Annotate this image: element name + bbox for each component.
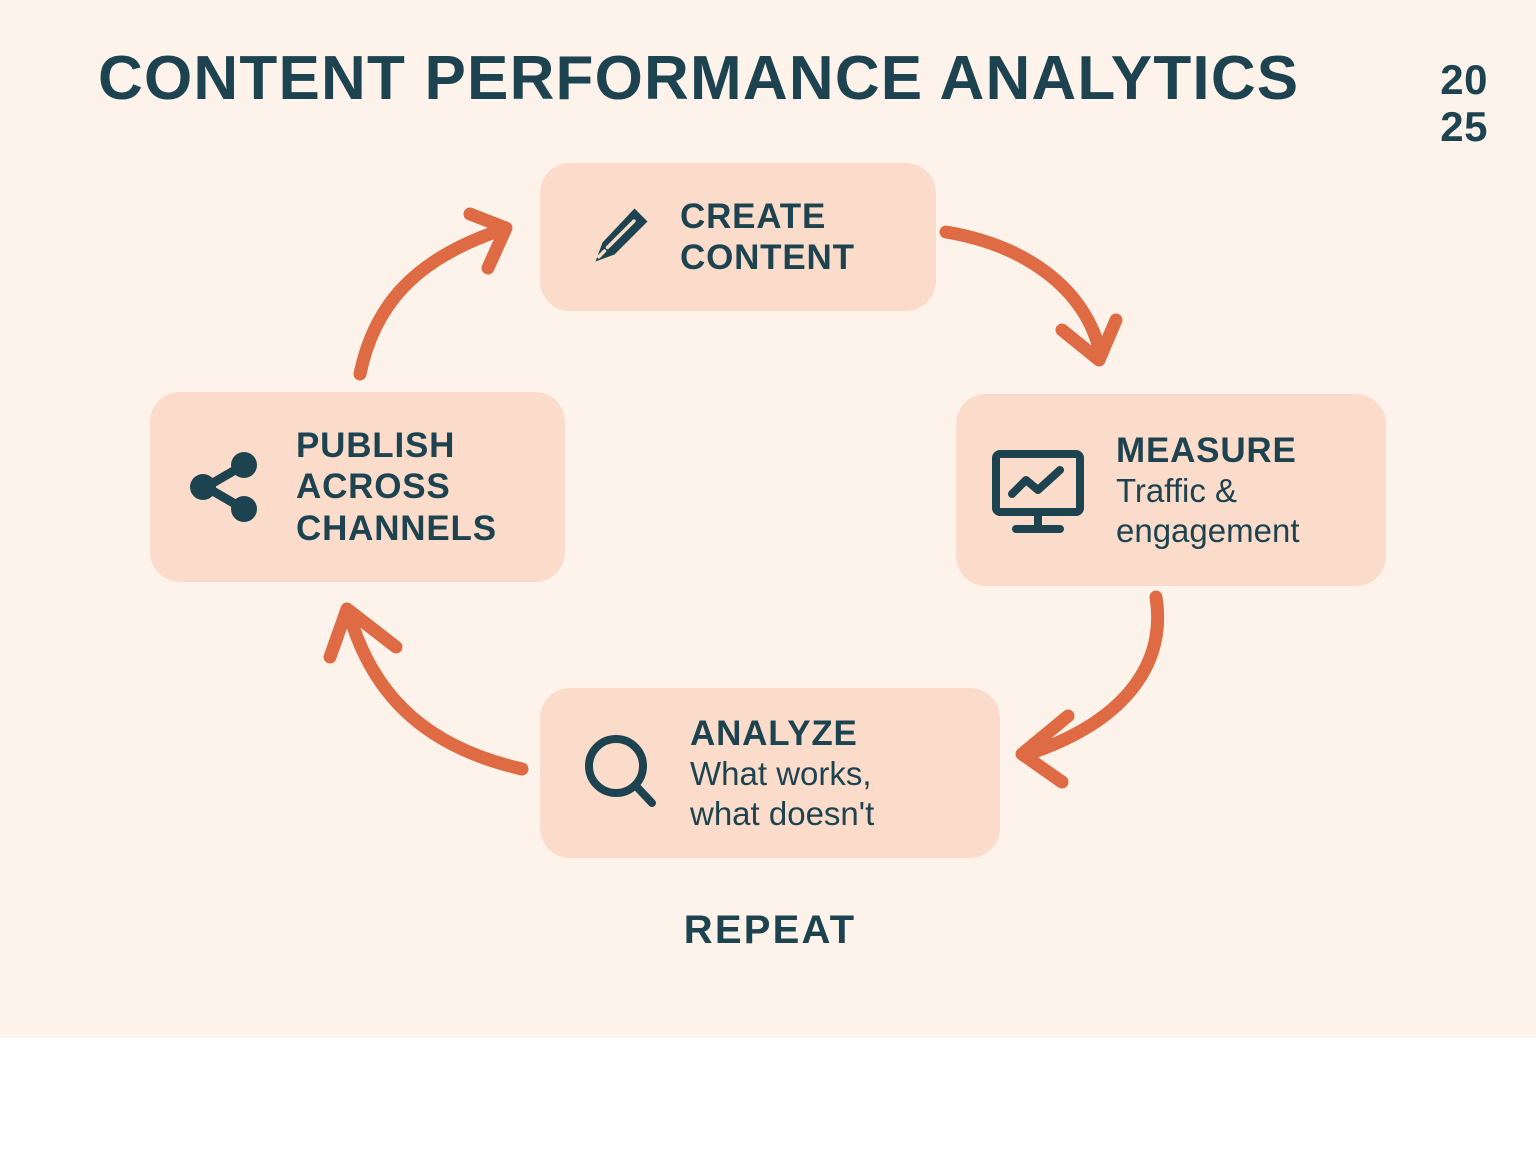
step-card-create[interactable]: CREATE CONTENT (540, 163, 936, 311)
publish-headline-line1: PUBLISH (296, 426, 456, 466)
step-label-analyze: ANALYZE What works, what doesn't (690, 713, 874, 833)
step-card-publish[interactable]: PUBLISH ACROSS CHANNELS (150, 392, 565, 582)
page-title: CONTENT PERFORMANCE ANALYTICS (98, 44, 1300, 113)
analyze-subline-line1: What works, (690, 755, 872, 793)
step-label-publish: PUBLISH ACROSS CHANNELS (296, 425, 497, 549)
create-headline-line1: CREATE (680, 196, 827, 236)
measure-subline-line1: Traffic & (1116, 472, 1238, 510)
analyze-headline: ANALYZE (690, 713, 858, 753)
share-nodes-icon (190, 452, 257, 522)
measure-subline-line2: engagement (1116, 511, 1300, 549)
pencil-icon (595, 208, 648, 262)
monitor-chart-icon (992, 450, 1084, 533)
magnifier-icon (585, 735, 656, 807)
step-card-analyze[interactable]: ANALYZE What works, what doesn't (540, 688, 1000, 858)
repeat-label: REPEAT (683, 908, 857, 952)
measure-headline: MEASURE (1116, 430, 1297, 470)
step-label-measure: MEASURE Traffic & engagement (1116, 430, 1299, 550)
publish-headline-line3: CHANNELS (296, 508, 497, 548)
step-card-measure[interactable]: MEASURE Traffic & engagement (956, 394, 1386, 586)
create-headline-line2: CONTENT (680, 238, 855, 277)
step-label-create: CREATE CONTENT (680, 196, 855, 279)
year-top: 20 (1440, 56, 1488, 103)
analyze-subline-line2: what doesn't (690, 794, 875, 832)
publish-headline-line2: ACROSS (296, 467, 451, 507)
year-bottom: 25 (1440, 103, 1488, 151)
year-badge: 20 25 (1378, 56, 1488, 150)
